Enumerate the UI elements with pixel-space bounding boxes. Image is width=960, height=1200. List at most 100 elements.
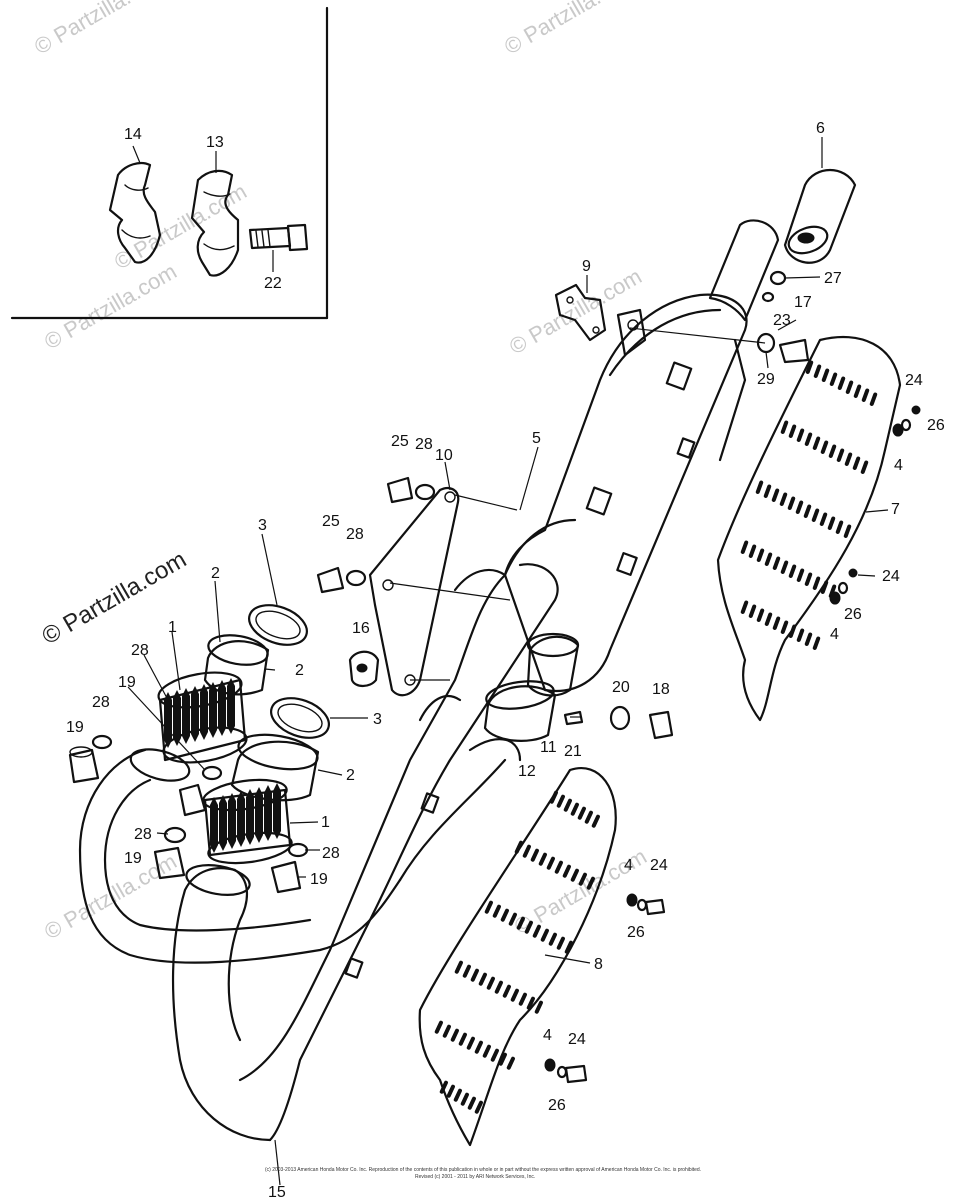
callout-26: 26: [927, 417, 945, 434]
heat-shield-slot: [494, 980, 503, 994]
watermark: © Partzilla.com: [500, 0, 641, 59]
callout-11: 11: [540, 739, 557, 756]
footer-copyright: (c) 2003-2013 American Honda Motor Co. I…: [265, 1167, 701, 1173]
heat-shield-slot: [845, 380, 854, 394]
callout-8: 8: [594, 956, 603, 973]
callout-3: 3: [373, 711, 382, 728]
callout-28: 28: [322, 845, 340, 862]
heat-shield-slot: [780, 620, 789, 634]
heat-shield-slot: [439, 1080, 448, 1094]
heat-shield-slot: [779, 492, 788, 506]
callout-20: 20: [612, 679, 630, 696]
callout-19: 19: [66, 719, 84, 736]
heat-shield-slot: [591, 814, 600, 828]
heat-shield-slot: [534, 1000, 543, 1014]
heat-shield-slot: [563, 798, 572, 812]
callout-18: 18: [652, 681, 670, 698]
heat-shield-slot: [556, 794, 565, 808]
callout-26: 26: [548, 1097, 566, 1114]
watermark: © Partzilla.com: [30, 0, 171, 59]
callout-24: 24: [568, 1031, 586, 1048]
heat-shield-slot: [827, 516, 836, 530]
heat-shield-slot: [434, 1020, 443, 1034]
bracket-10: [368, 486, 460, 697]
heat-shield-slot: [510, 988, 519, 1002]
leader-lines: [127, 137, 889, 1186]
heat-shield-slot: [466, 1036, 475, 1050]
heat-shield-7-slots: [740, 360, 878, 650]
heat-shield-slot: [526, 996, 535, 1010]
heat-shield-slot: [514, 840, 523, 854]
heat-shield-slot: [453, 1088, 462, 1102]
callout-12: 12: [518, 763, 536, 780]
heat-shield-slot: [460, 1092, 469, 1106]
heat-shield-slot: [811, 508, 820, 522]
heat-shield-slot: [492, 904, 501, 918]
heat-shield-slot: [835, 520, 844, 534]
heat-shield-slot: [772, 616, 781, 630]
heat-shield-slot: [546, 856, 555, 870]
heat-shield-slot: [771, 488, 780, 502]
heat-shield-slot: [478, 972, 487, 986]
callout-labels: 14 13 22 6 9 27 17 23 29 5 24 26 4 7 24 …: [66, 120, 945, 1200]
heat-shield-slot: [450, 1028, 459, 1042]
heat-shield-slot: [772, 556, 781, 570]
heat-shield-slot: [482, 1044, 491, 1058]
heat-shield-slot: [500, 908, 509, 922]
heat-shield-slot: [844, 452, 853, 466]
heat-shield-slot: [442, 1024, 451, 1038]
callout-3: 3: [258, 517, 267, 534]
joint-fin: [210, 797, 218, 853]
heat-shield-slot: [570, 802, 579, 816]
heat-shield-slot: [470, 968, 479, 982]
heat-shield-slot: [764, 612, 773, 626]
heat-shield-slot: [796, 568, 805, 582]
callout-4: 4: [830, 626, 839, 643]
heat-shield-slot: [820, 580, 829, 594]
heat-shield-slot: [564, 940, 573, 954]
heat-shield-slot: [516, 916, 525, 930]
callout-19: 19: [118, 674, 136, 691]
heat-shield-slot: [804, 632, 813, 646]
heat-shield-slot: [763, 484, 772, 498]
callout-2: 2: [346, 767, 355, 784]
heat-shield-slot: [530, 848, 539, 862]
hardware: [68, 270, 921, 1084]
heat-shield-slot: [578, 872, 587, 886]
heat-shield-slot: [829, 372, 838, 386]
heat-shield-slot: [458, 1032, 467, 1046]
collar-2-upper: [203, 634, 270, 696]
heat-shield-slot: [570, 868, 579, 882]
collar-12: [483, 680, 557, 742]
heat-shield-slot: [518, 992, 527, 1006]
heat-shield-slot: [796, 428, 805, 442]
heat-shield-slot: [474, 1100, 483, 1114]
heat-shield-slot: [804, 432, 813, 446]
callout-2: 2: [211, 565, 220, 582]
callout-4: 4: [543, 1027, 552, 1044]
collar-2-lower: [230, 733, 320, 802]
heat-shield-slot: [780, 420, 789, 434]
joint-fin: [173, 690, 181, 746]
callout-19: 19: [310, 871, 328, 888]
joint-fin: [264, 785, 272, 841]
joint-fin: [219, 795, 227, 851]
callout-5: 5: [532, 430, 541, 447]
heat-shield-slot: [819, 512, 828, 526]
mount-boss: [616, 308, 647, 357]
callout-28: 28: [346, 526, 364, 543]
heat-shield-slot: [852, 456, 861, 470]
heat-shield-slot: [554, 860, 563, 874]
callout-27: 27: [824, 270, 842, 287]
watermark: © Partzilla.com: [505, 264, 646, 360]
callout-9: 9: [582, 258, 591, 275]
clamp-14: [108, 161, 162, 264]
heat-shield-slot: [812, 436, 821, 450]
joint-fin: [191, 686, 199, 742]
heat-shield-slot: [803, 504, 812, 518]
callout-14: 14: [124, 126, 142, 143]
heat-shield-slot: [556, 936, 565, 950]
heat-shield-slot: [562, 864, 571, 878]
heat-shield-slot: [446, 1084, 455, 1098]
heat-shield-slot: [540, 928, 549, 942]
